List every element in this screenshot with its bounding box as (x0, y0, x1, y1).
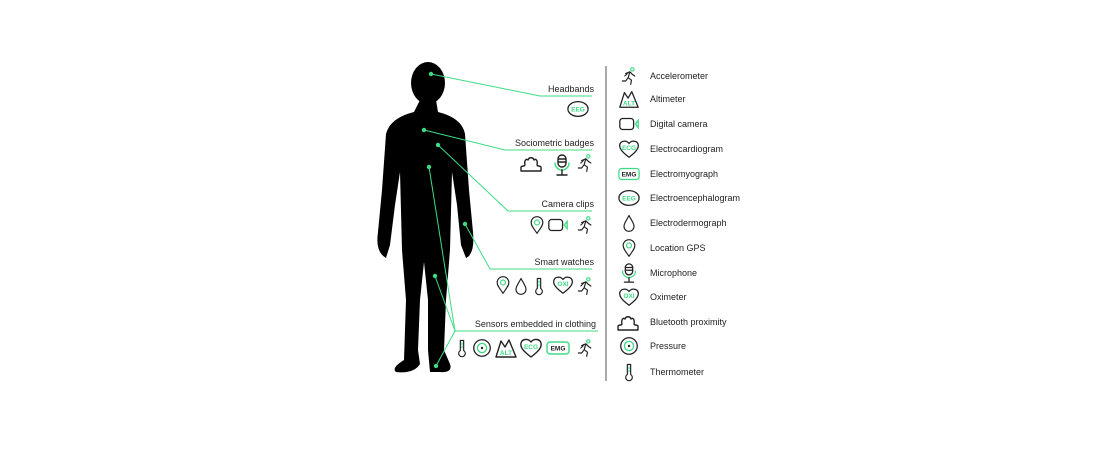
group-label-sociometric-badges: Sociometric badges (515, 138, 595, 148)
human-body-silhouette (377, 62, 474, 373)
bluetooth-proximity-icon (520, 157, 542, 172)
legend-label: Electromyograph (650, 169, 718, 179)
location-gps-icon (496, 276, 510, 294)
thermometer-icon (458, 339, 466, 358)
oxi-icon-text: OXI (557, 281, 568, 288)
connector-lines (423, 73, 598, 367)
pressure-icon (473, 339, 491, 357)
bluetooth-proximity-icon (617, 315, 639, 331)
emg-icon-text: EMG (622, 172, 637, 179)
legend-label: Location GPS (650, 243, 706, 253)
legend-label: Digital camera (650, 119, 708, 129)
location-gps-icon (530, 216, 544, 234)
electrodermograph-icon (515, 277, 527, 295)
eeg-icon-text: EEG (622, 196, 636, 203)
digital-camera-icon (619, 117, 639, 131)
oxi-icon-text: OXI (623, 293, 634, 300)
legend-label: Electrocardiogram (650, 144, 723, 154)
eeg-icon-text: EEG (571, 107, 585, 114)
legend-label: Electroencephalogram (650, 193, 740, 203)
digital-camera-icon (548, 218, 568, 232)
legend-label: Electrodermograph (650, 218, 727, 228)
group-label-headbands: Headbands (548, 84, 595, 94)
thermometer-icon (535, 277, 543, 296)
electrodermograph-icon (623, 214, 635, 232)
accelerometer-icon (577, 277, 592, 295)
microphone-icon (554, 154, 570, 176)
accelerometer-icon (577, 154, 592, 172)
legend-label: Thermometer (650, 367, 704, 377)
legend-label: Pressure (650, 341, 686, 351)
legend: Accelerometer ALT Altimeter Digital came… (617, 67, 740, 382)
pressure-icon (620, 337, 638, 355)
thermometer-icon (625, 363, 633, 382)
legend-label: Microphone (650, 268, 697, 278)
alt-icon-text: ALT (500, 350, 512, 357)
legend-label: Accelerometer (650, 71, 708, 81)
ecg-icon-text: ECG (622, 145, 636, 152)
legend-label: Bluetooth proximity (650, 317, 727, 327)
accelerometer-icon (577, 339, 592, 357)
accelerometer-icon (577, 216, 592, 234)
emg-icon-text: EMG (551, 346, 566, 353)
group-label-smart-watches: Smart watches (534, 257, 594, 267)
ecg-icon-text: ECG (524, 344, 538, 351)
accelerometer-icon (621, 67, 636, 85)
legend-label: Altimeter (650, 94, 686, 104)
sensor-points (421, 71, 468, 369)
group-label-camera-clips: Camera clips (541, 199, 594, 209)
alt-icon-text: ALT (623, 101, 635, 108)
legend-label: Oximeter (650, 292, 687, 302)
location-gps-icon (622, 239, 636, 257)
group-label-sensors-clothing: Sensors embedded in clothing (475, 319, 596, 329)
microphone-icon (621, 263, 637, 283)
